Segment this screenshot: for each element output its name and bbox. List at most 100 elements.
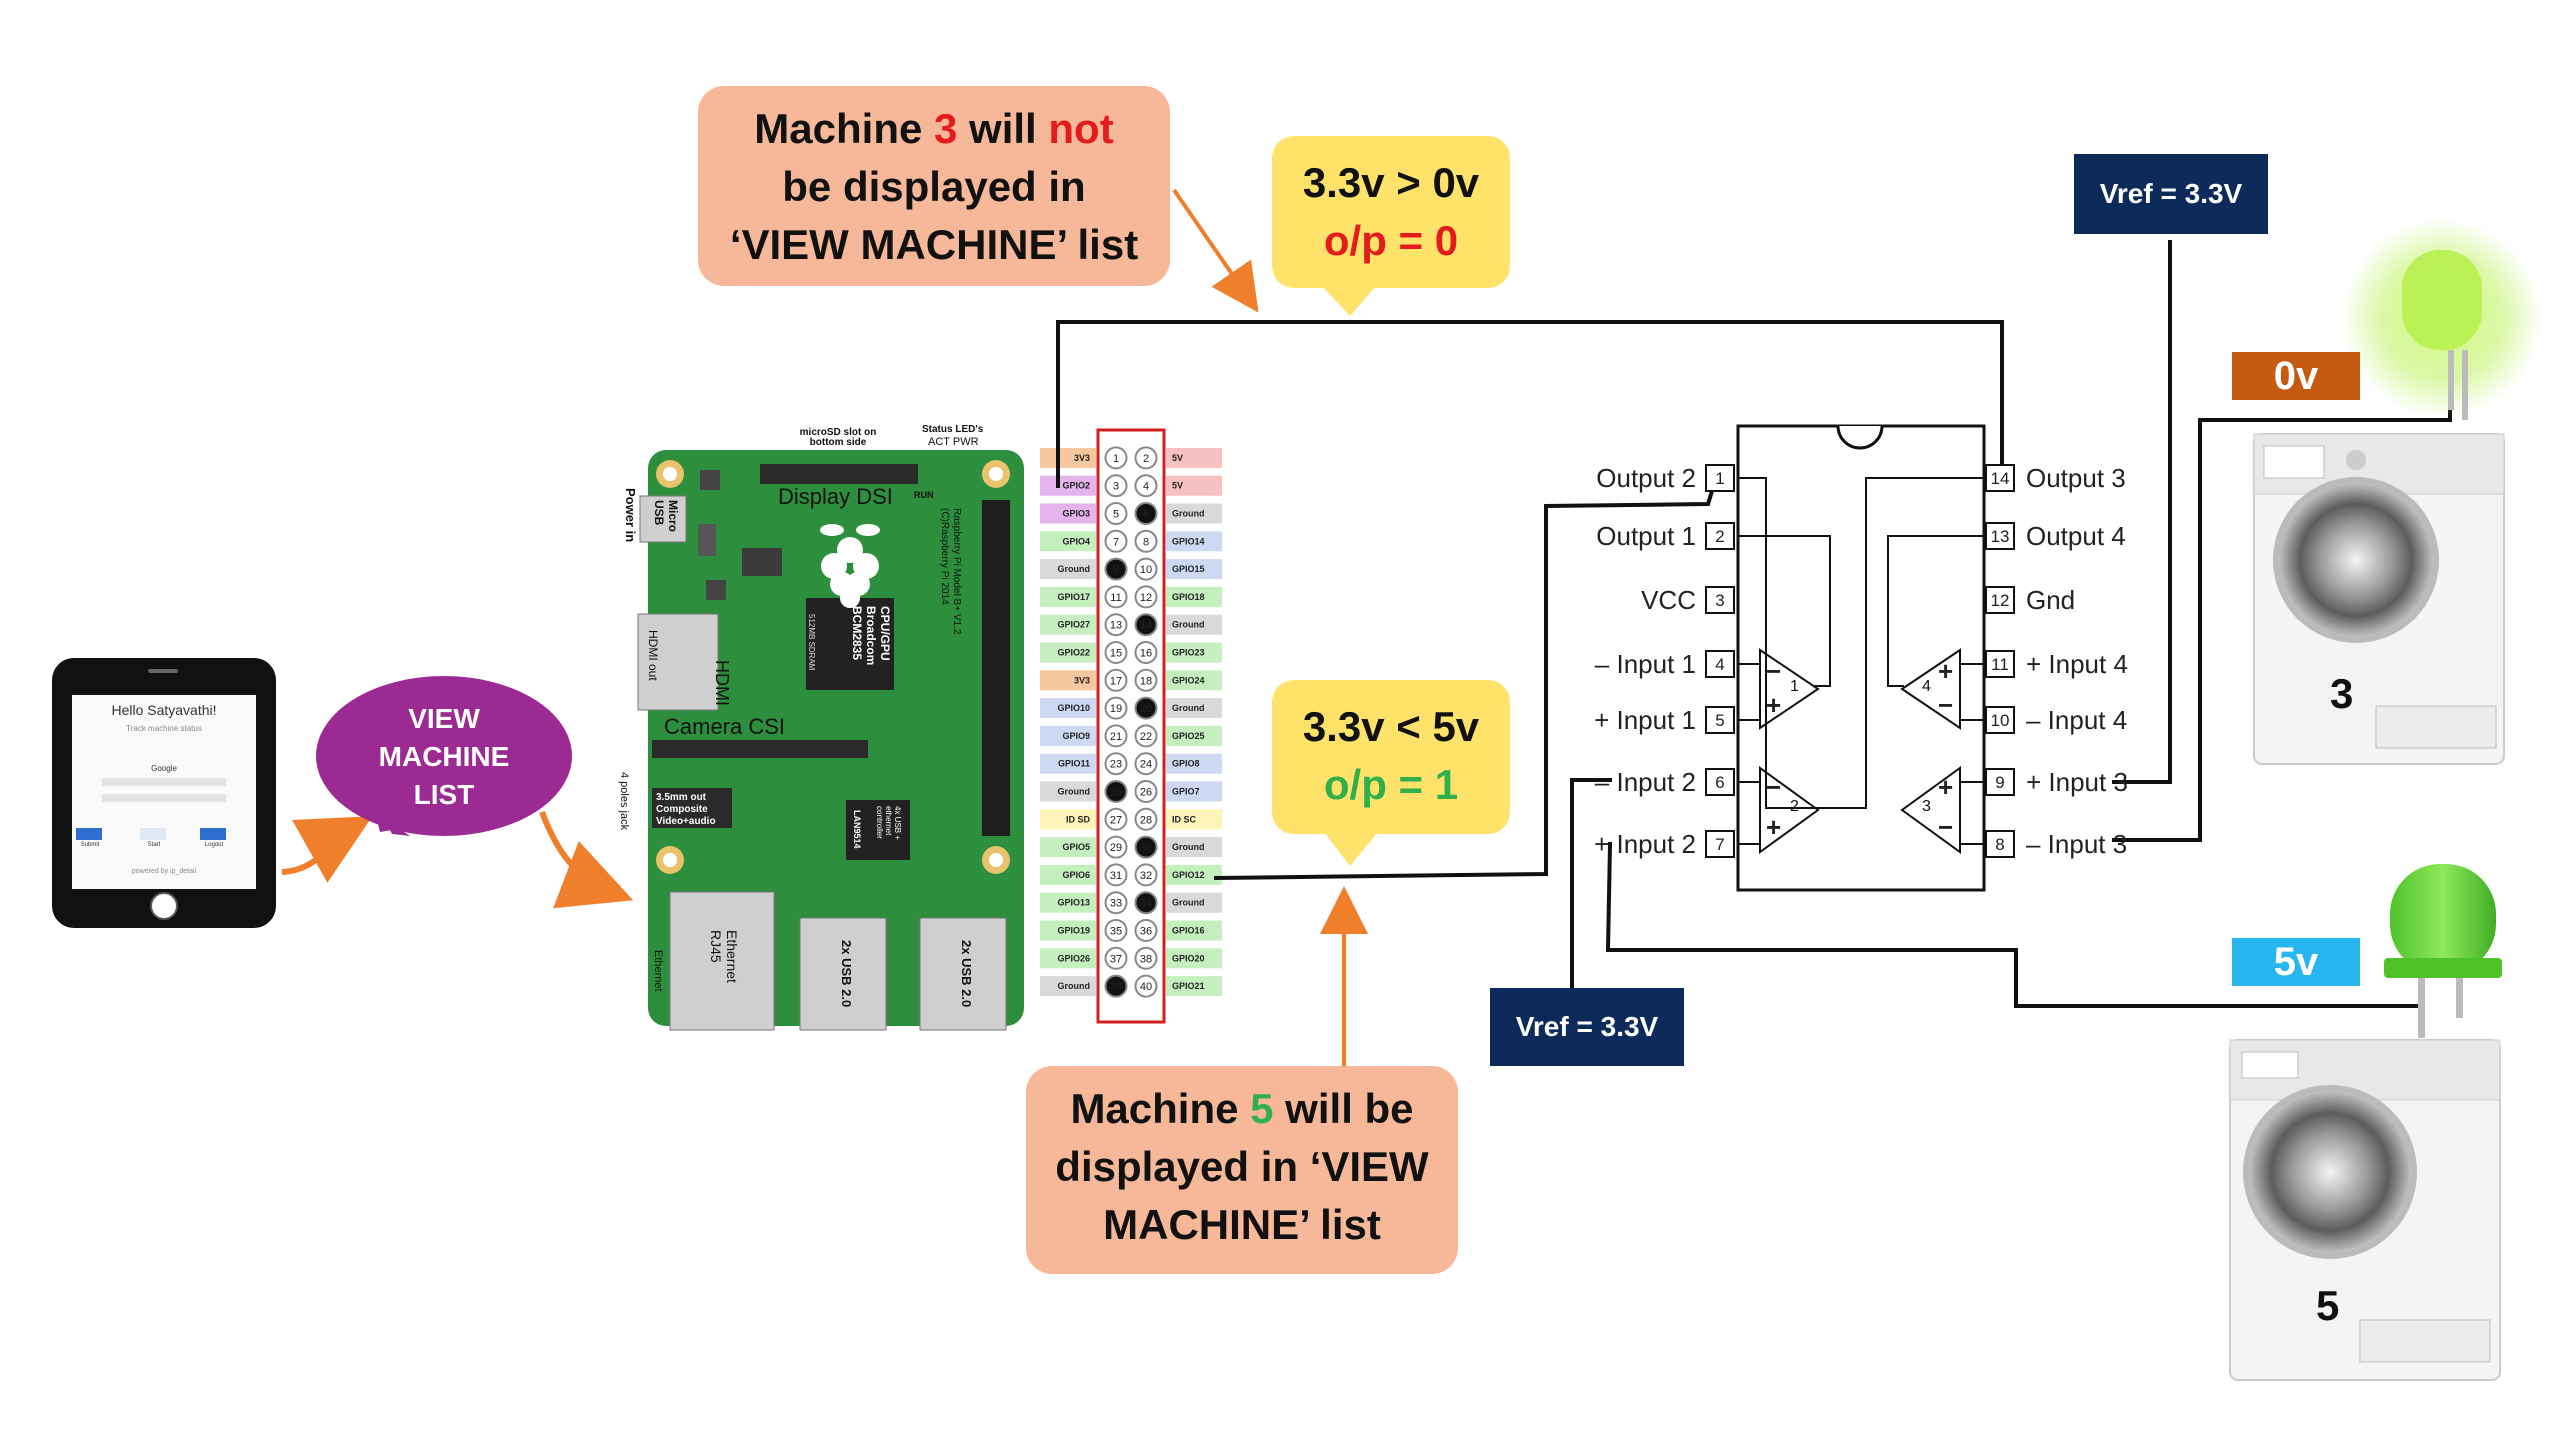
svg-text:−: − [1766,656,1781,686]
callout3-neg: not [1048,105,1114,152]
gpio-pin-number: 21 [1110,731,1122,743]
pi-usb-ctrl-label: 4x USB + ethernet controller [875,806,902,841]
gpio-pin-number: 8 [1143,536,1149,548]
wire-5v-to-input2-plus [1605,842,2420,1008]
gpio-pin [1134,585,1158,609]
gpio-label-left: Ground [1058,564,1091,574]
svg-text:+: + [1938,772,1953,802]
pi-cpu-label: CPU/GPU Broadcom BCM2835 [850,606,892,666]
opamp-1-label: 1 [1790,678,1799,695]
gpio-label-cell-left [1040,475,1096,496]
ic-pin-label-left: – Input 2 [1595,767,1696,797]
gpio-pin [1134,835,1158,859]
gpio-pin [1104,946,1128,970]
gpio-label-left: GPIO10 [1057,703,1090,713]
arrow-callout-top [1172,188,1259,313]
phone-button-right-label[interactable]: Logout [204,842,224,848]
gpio-label-cell-left [1040,837,1096,858]
wire-gpio12-to-output2 [1213,477,1718,880]
gpio-label-cell-left [1040,670,1096,691]
pi-run-label: RUN [914,490,934,500]
gpio-label-cell-left [1040,531,1096,552]
gpio-label-right: Ground [1172,703,1205,713]
gpio-pin [1134,863,1158,887]
gpio-pin-number: 20 [1140,703,1152,715]
gpio-pin [1134,919,1158,942]
compare-bottom-line2: o/p = 1 [1323,761,1459,808]
ic-pin-box-right [1985,830,2015,858]
pi-power-label: Power in [623,488,638,543]
voltage-tag-5v: 5v [2232,938,2360,986]
gpio-pin [1104,752,1128,776]
gpio-label-left: Ground [1058,981,1091,991]
gpio-label-cell-right [1166,976,1222,997]
gpio-label-cell-right [1166,614,1222,635]
pi-model-label: Raspberry Pi Model B+ V1.2 (C)Raspberry … [939,508,962,635]
voltage-tag-0v: 0v [2232,352,2360,400]
gpio-label-right: GPIO8 [1172,759,1200,769]
ic-pin-number-left: 7 [1715,835,1724,854]
gpio-pin-number: 36 [1140,926,1152,938]
ic-pin-label-left: Output 1 [1596,521,1696,551]
gpio-label-right: ID SC [1172,814,1197,824]
gpio-label-right: GPIO18 [1172,592,1205,602]
arrow-phone-to-bubble [281,816,373,883]
gpio-label-cell-right [1166,920,1222,941]
gpio-pin [1134,474,1158,498]
gpio-pin-number: 3 [1113,481,1119,493]
phone-button-left-label[interactable]: Submit [80,842,100,848]
gpio-label-cell-right [1166,725,1222,746]
gpio-pin [1134,696,1158,720]
gpio-pin-number: 12 [1140,592,1152,604]
ic-pin-box-right [1985,522,2015,550]
gpio-label-right: GPIO12 [1172,870,1205,880]
ic-pin-label-right: Output 3 [2026,463,2126,493]
view-machine-bubble [316,676,572,836]
gpio-label-cell-right [1166,475,1222,496]
gpio-label-right: GPIO20 [1172,953,1205,963]
gpio-label-left: GPIO27 [1057,620,1090,630]
gpio-label-right: GPIO23 [1172,648,1205,658]
callout3-num: 3 [934,105,958,152]
gpio-label-left: GPIO9 [1062,731,1090,741]
gpio-pin-number: 17 [1110,675,1122,687]
gpio-label-right: GPIO16 [1172,926,1205,936]
compare-top-line2: o/p = 0 [1323,217,1459,264]
phone-subtitle: Track machine status [126,724,202,733]
phone-button-mid-label[interactable]: Start [147,842,161,848]
callout5-post: will be [1273,1085,1414,1132]
gpio-label-cell-left [1040,920,1096,941]
smartphone [52,658,276,928]
pi-ram-label: 512MB SDRAM [807,614,816,671]
gpio-pin [1134,446,1158,470]
pi-sd-label: microSD slot on bottom side [799,427,877,448]
ic-pin-box-left [1705,586,1735,614]
gpio-pin-number: 2 [1143,453,1149,465]
gpio-label-left: ID SD [1066,814,1091,824]
compare-bottom: 3.3v < 5v o/p = 1 [1272,680,1510,834]
gpio-label-cell-right [1166,670,1222,691]
ic-pin-number-left: 5 [1715,711,1724,730]
pi-hdmi-out-label: HDMI out [646,630,660,681]
callout5-line2: displayed in ‘VIEW [1055,1143,1429,1190]
gpio-pin-number: 30 [1140,842,1152,854]
gpio-label-cell-right [1166,892,1222,913]
callout3-pre: Machine [754,105,935,152]
pi-hdmi-label: HDMI [712,660,732,706]
gpio-pin-number: 5 [1113,509,1119,521]
machine-number-bottom: 5 [2316,1282,2340,1329]
ic-pin-box-right [1985,586,2015,614]
gpio-pin-number: 19 [1110,703,1122,715]
callout3-line3: ‘VIEW MACHINE’ list [729,221,1139,268]
ic-pin-box-right [1985,768,2015,796]
gpio-label-cell-left [1040,864,1096,885]
wire-vref-to-input2-minus [1570,778,1612,990]
gpio-label-cell-right [1166,447,1222,468]
ic-pin-number-right: 14 [1991,469,2010,488]
gpio-pin [1104,780,1128,803]
view-machine-bubble-text: VIEW MACHINE LIST [330,700,558,814]
ic-pin-label-right: Gnd [2026,585,2075,615]
gpio-pin-number: 25 [1110,787,1122,799]
gpio-pin [1104,807,1128,831]
gpio-label-right: 5V [1172,481,1183,491]
